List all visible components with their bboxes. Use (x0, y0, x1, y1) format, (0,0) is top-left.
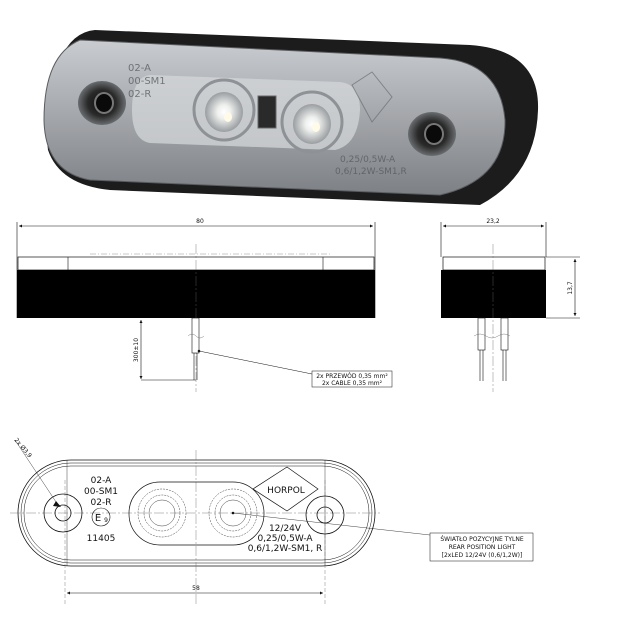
embossed-marking: 02-R (128, 89, 151, 100)
approval-mark-number: 9 (104, 517, 108, 524)
embossed-logo-icon (351, 71, 393, 123)
side-width-dim: 23,2 (486, 218, 500, 225)
product-note-line2: REAR POSITION LIGHT (449, 544, 516, 551)
cable-length-dim: 300±10 (133, 338, 140, 362)
marking-line-3: 02-R (91, 498, 112, 508)
product-note-box (429, 532, 534, 562)
approval-code: 11405 (87, 534, 116, 544)
marking-line-1: 02-A (91, 476, 113, 486)
brand-logo-diamond (252, 466, 319, 512)
spec-power-sm1-r: 0,6/1,2W-SM1, R (248, 544, 323, 554)
mounting-hole-right-top (305, 495, 345, 535)
product-note-line1: ŚWIATŁO POZYCYJNE TYLNE (440, 536, 523, 543)
approval-mark-circle (91, 507, 111, 527)
side-height-dim: 13,7 (567, 281, 574, 295)
product-photo: 02-A 00-SM1 02-R 0,25/0,5W-A 0,6/1,2W-SM… (43, 30, 539, 205)
cable-note-line1: 2x PRZEWÓD 0,35 mm² (316, 373, 388, 380)
cable-note-line2: 2x CABLE 0,35 mm² (322, 380, 383, 387)
mounting-hole-left-top (43, 493, 83, 533)
embossed-spec: 0,6/1,2W-SM1,R (335, 167, 407, 177)
front-view (16, 222, 393, 392)
cable-note-box (311, 370, 393, 388)
spec-voltage: 12/24V (269, 524, 302, 534)
led-left-top (137, 488, 187, 538)
embossed-marking: 00-SM1 (128, 76, 166, 87)
top-view (10, 439, 534, 605)
embossed-marking: 02-A (128, 63, 151, 74)
front-width-dim: 80 (196, 218, 204, 225)
hole-spacing-dim: 58 (192, 585, 200, 592)
marking-line-2: 00-SM1 (84, 487, 118, 497)
spec-power-a: 0,25/0,5W-A (257, 534, 313, 544)
approval-mark-letter: E (95, 513, 101, 524)
led-right-top (208, 488, 258, 538)
led-recess (128, 481, 265, 546)
led-right (280, 90, 344, 154)
brand-logo-text: HORPOL (267, 486, 305, 496)
hole-diameter-dim: 2x Ø3,9 (12, 437, 33, 460)
resistor-chip (257, 95, 277, 129)
side-view (440, 222, 580, 392)
embossed-spec: 0,25/0,5W-A (340, 155, 396, 165)
housing-side-profile (441, 270, 546, 318)
led-left (192, 78, 256, 142)
product-note-line3: [2xLED 12/24V (0,6/1,2W)] (442, 552, 523, 559)
